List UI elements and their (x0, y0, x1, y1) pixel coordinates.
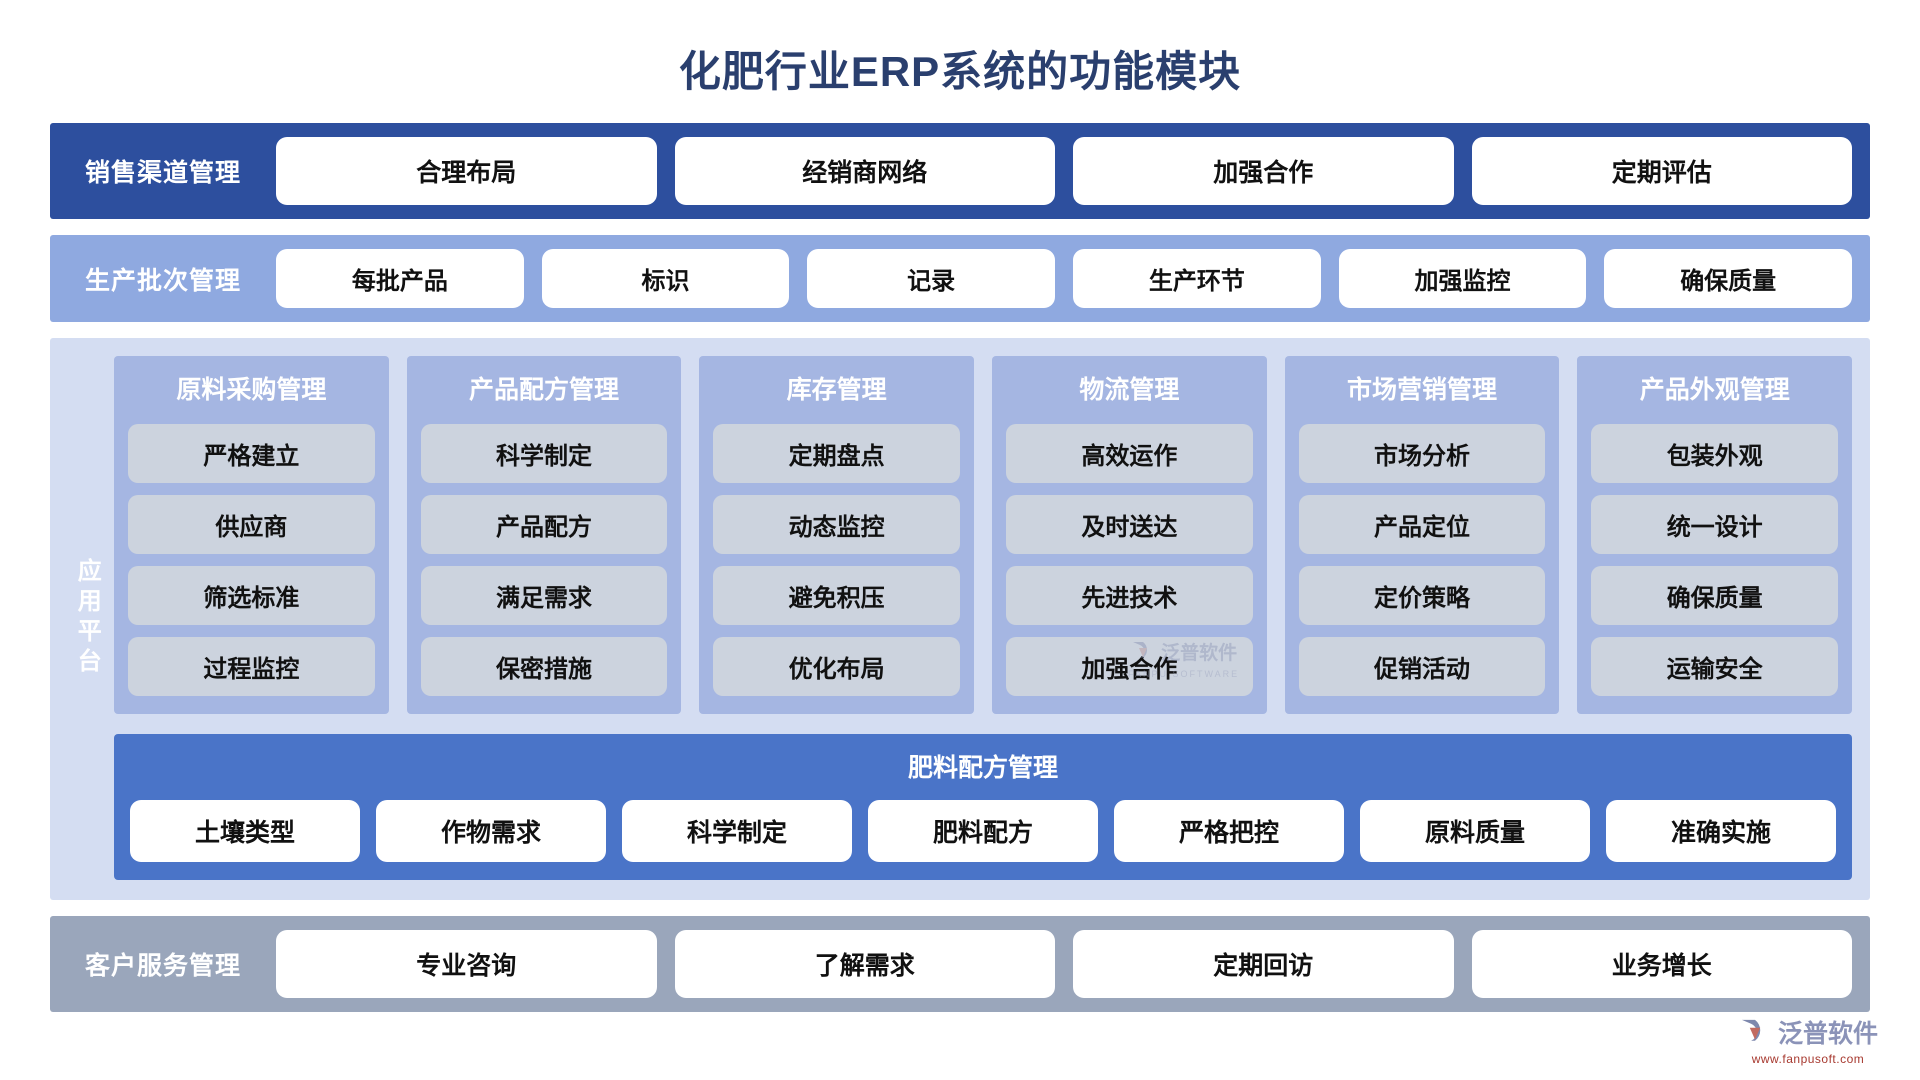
service-chip-1[interactable]: 了解需求 (674, 930, 1055, 998)
sales-channel-label: 销售渠道管理 (84, 159, 241, 187)
customer-service-row: 客户服务管理 专业咨询 了解需求 定期回访 业务增长 (50, 916, 1870, 1012)
production-batch-chips: 每批产品 标识 记录 生产环节 加强监控 确保质量 (276, 249, 1853, 308)
sales-chip-3[interactable]: 定期评估 (1471, 137, 1852, 205)
service-chip-2[interactable]: 定期回访 (1073, 930, 1454, 998)
application-platform-body: 原料采购管理 严格建立 供应商 筛选标准 过程监控 产品配方管理 科学制定 产品… (114, 356, 1853, 880)
column-item[interactable]: 定期盘点 (713, 424, 961, 483)
production-batch-label: 生产批次管理 (84, 266, 241, 295)
fertilizer-formula-chips: 土壤类型 作物需求 科学制定 肥料配方 严格把控 原料质量 准确实施 (130, 800, 1836, 862)
formula-chip-5[interactable]: 原料质量 (1360, 800, 1590, 862)
column-item[interactable]: 产品定位 (1298, 495, 1546, 554)
formula-chip-6[interactable]: 准确实施 (1606, 800, 1836, 862)
customer-service-label: 客户服务管理 (84, 952, 241, 980)
column-title: 产品外观管理 (1639, 376, 1790, 404)
batch-chip-2[interactable]: 记录 (807, 249, 1056, 308)
module-column-product-formula: 产品配方管理 科学制定 产品配方 满足需求 保密措施 (406, 356, 682, 714)
column-item[interactable]: 筛选标准 (128, 566, 375, 625)
production-batch-row: 生产批次管理 每批产品 标识 记录 生产环节 加强监控 确保质量 (50, 235, 1870, 322)
fanpu-logo-icon (1738, 1012, 1772, 1051)
formula-chip-4[interactable]: 严格把控 (1114, 800, 1344, 862)
fanpu-logo: 泛普软件 www.fanpusoft.com (1738, 1012, 1878, 1066)
sales-channel-chips: 合理布局 经销商网络 加强合作 定期评估 (276, 137, 1852, 205)
column-item[interactable]: 产品配方 (420, 495, 668, 554)
formula-chip-3[interactable]: 肥料配方 (868, 800, 1098, 862)
column-item[interactable]: 统一设计 (1591, 495, 1839, 554)
formula-chip-0[interactable]: 土壤类型 (130, 800, 360, 862)
batch-chip-0[interactable]: 每批产品 (276, 249, 524, 308)
application-platform-section: 应用平台 原料采购管理 严格建立 供应商 筛选标准 过程监控 产品配方管理 科学… (50, 338, 1870, 900)
module-columns: 原料采购管理 严格建立 供应商 筛选标准 过程监控 产品配方管理 科学制定 产品… (114, 356, 1853, 714)
fanpu-logo-row: 泛普软件 (1738, 1012, 1878, 1051)
column-item[interactable]: 避免积压 (713, 566, 961, 625)
page-title: 化肥行业ERP系统的功能模块 (678, 48, 1242, 95)
column-item[interactable]: 科学制定 (420, 424, 668, 483)
sales-channel-row: 销售渠道管理 合理布局 经销商网络 加强合作 定期评估 (50, 123, 1870, 219)
service-chip-3[interactable]: 业务增长 (1471, 930, 1852, 998)
column-item[interactable]: 市场分析 (1298, 424, 1546, 483)
sales-chip-0[interactable]: 合理布局 (276, 137, 657, 205)
customer-service-chips: 专业咨询 了解需求 定期回访 业务增长 (276, 930, 1852, 998)
module-column-raw-material: 原料采购管理 严格建立 供应商 筛选标准 过程监控 (114, 356, 389, 714)
column-title: 物流管理 (1079, 376, 1180, 404)
column-item[interactable]: 加强合作 (1006, 637, 1253, 696)
batch-chip-3[interactable]: 生产环节 (1073, 249, 1321, 308)
service-chip-0[interactable]: 专业咨询 (276, 930, 657, 998)
column-item[interactable]: 满足需求 (420, 566, 668, 625)
column-item[interactable]: 动态监控 (713, 495, 961, 554)
column-item[interactable]: 促销活动 (1298, 637, 1546, 696)
fanpu-logo-text: 泛普软件 (1777, 1019, 1878, 1048)
column-item[interactable]: 供应商 (128, 495, 375, 554)
sales-chip-2[interactable]: 加强合作 (1073, 137, 1454, 205)
column-title: 产品配方管理 (469, 376, 620, 404)
fertilizer-formula-section: 肥料配方管理 土壤类型 作物需求 科学制定 肥料配方 严格把控 原料质量 准确实… (114, 734, 1852, 880)
column-item[interactable]: 先进技术 (1006, 566, 1253, 625)
column-item[interactable]: 包装外观 (1591, 424, 1839, 483)
fertilizer-formula-title: 肥料配方管理 (907, 754, 1058, 782)
column-item[interactable]: 严格建立 (128, 424, 375, 483)
column-item[interactable]: 保密措施 (420, 637, 668, 696)
column-item[interactable]: 过程监控 (128, 637, 375, 696)
module-column-marketing: 市场营销管理 市场分析 产品定位 定价策略 促销活动 (1284, 356, 1560, 714)
batch-chip-5[interactable]: 确保质量 (1604, 249, 1853, 308)
column-title: 库存管理 (786, 376, 887, 404)
formula-chip-1[interactable]: 作物需求 (376, 800, 606, 862)
sales-chip-1[interactable]: 经销商网络 (674, 137, 1055, 205)
column-item[interactable]: 运输安全 (1591, 637, 1839, 696)
batch-chip-1[interactable]: 标识 (541, 249, 790, 308)
column-title: 原料采购管理 (176, 376, 327, 404)
column-item[interactable]: 高效运作 (1006, 424, 1253, 483)
column-item[interactable]: 优化布局 (713, 637, 961, 696)
batch-chip-4[interactable]: 加强监控 (1338, 249, 1587, 308)
fanpu-logo-url: www.fanpusoft.com (1751, 1052, 1865, 1066)
column-title: 市场营销管理 (1347, 376, 1498, 404)
module-column-inventory: 库存管理 定期盘点 动态监控 避免积压 优化布局 (699, 356, 975, 714)
formula-chip-2[interactable]: 科学制定 (622, 800, 852, 862)
column-item[interactable]: 定价策略 (1298, 566, 1546, 625)
module-column-logistics: 物流管理 高效运作 及时送达 先进技术 加强合作 (992, 356, 1267, 714)
column-item[interactable]: 确保质量 (1591, 566, 1839, 625)
column-item[interactable]: 及时送达 (1006, 495, 1253, 554)
application-platform-label-text: 应用平台 (73, 558, 101, 678)
application-platform-label: 应用平台 (58, 356, 114, 880)
module-column-appearance: 产品外观管理 包装外观 统一设计 确保质量 运输安全 (1577, 356, 1853, 714)
